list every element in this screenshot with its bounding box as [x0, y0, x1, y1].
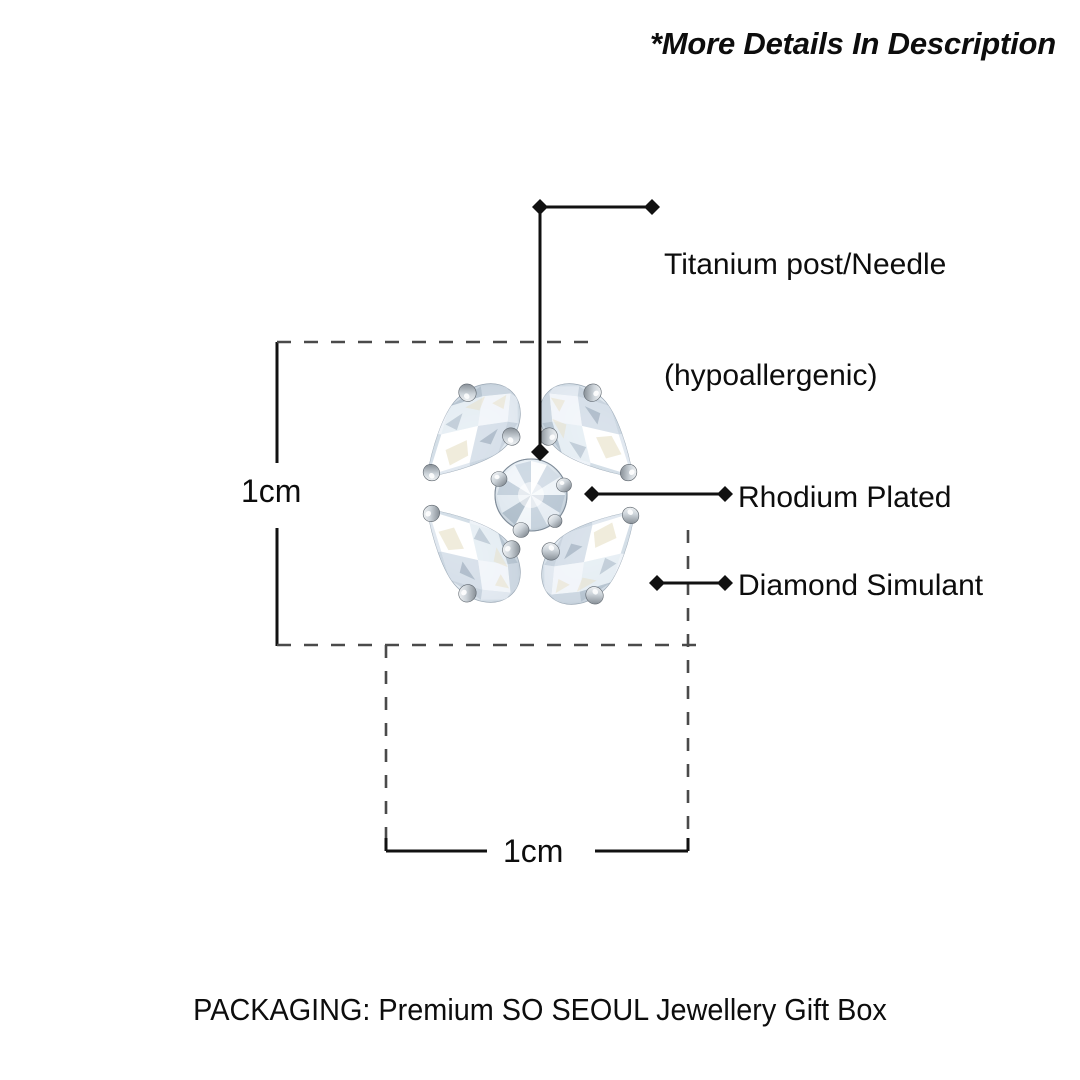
dimension-label-height: 1cm	[241, 473, 302, 509]
callout-titanium-line2: (hypoallergenic)	[664, 359, 878, 392]
center-round-stone	[490, 458, 572, 538]
packaging-text: PACKAGING: Premium SO SEOUL Jewellery Gi…	[193, 992, 887, 1027]
petal-top-left	[404, 367, 537, 500]
diamond-marker-titanium-end	[644, 199, 660, 215]
callout-label-rhodium-plated: Rhodium Plated	[738, 481, 952, 514]
diamond-marker-titanium-corner	[532, 199, 548, 215]
diamond-marker-simulant-end	[717, 575, 733, 591]
petal-bottom-right	[525, 488, 658, 621]
callout-label-diamond-simulant: Diamond Simulant	[738, 569, 984, 602]
dimension-label-width: 1cm	[503, 833, 564, 869]
petal-bottom-left	[404, 486, 537, 619]
callout-titanium-line1: Titanium post/Needle	[664, 248, 947, 281]
callout-label-titanium-post: Titanium post/Needle (hypoallergenic)	[664, 172, 946, 468]
petal-top-right	[523, 367, 656, 500]
diamond-marker-rhodium-end	[717, 486, 733, 502]
more-details-note: *More Details In Description	[649, 26, 1056, 61]
product-image-cz-flower-earring	[404, 367, 658, 621]
